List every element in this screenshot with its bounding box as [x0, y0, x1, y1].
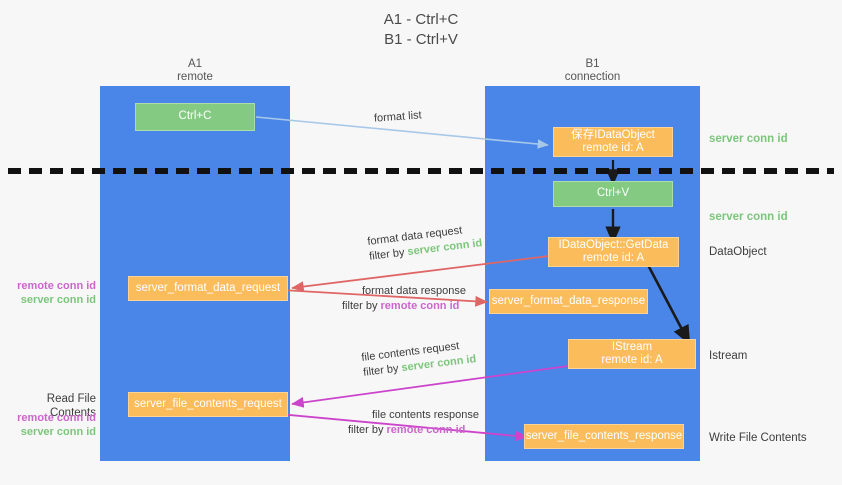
box-getdata-remote-id: remote id: A: [582, 252, 645, 264]
edge-label-format-list-text: format list: [373, 109, 423, 125]
right-label-server-conn-id-2: server conn id: [709, 211, 788, 223]
page-title: A1 - Ctrl+C B1 - Ctrl+V: [383, 11, 459, 48]
box-server-format-data-request[interactable]: server_format_data_request: [128, 276, 288, 301]
box-ctrl-v[interactable]: Ctrl+V: [553, 181, 673, 207]
box-getdata[interactable]: IDataObject::GetData remote id: A: [548, 237, 679, 267]
lane-header-b1-sub: connection: [564, 71, 621, 83]
right-label-write-file-contents: Write File Contents: [709, 432, 807, 444]
box-ctrl-c[interactable]: Ctrl+C: [135, 103, 255, 131]
left-label-remote-conn-id-1: remote conn id: [17, 280, 96, 292]
right-label-server-conn-id-1: server conn id: [709, 133, 788, 145]
right-label-istream: Istream: [709, 350, 748, 362]
lane-header-a1: A1 remote: [100, 58, 290, 84]
lane-header-a1-sub: remote: [177, 71, 213, 83]
box-server-file-contents-response-label: server_file_contents_response: [525, 429, 683, 442]
box-ctrl-c-label: Ctrl+C: [178, 110, 212, 123]
edge-label-file-contents-response-text: file contents response: [372, 409, 480, 421]
box-server-file-contents-response[interactable]: server_file_contents_response: [524, 424, 684, 449]
box-server-file-contents-request-label: server_file_contents_request: [134, 397, 282, 410]
left-label-conn-ids-1: remote conn id server conn id: [10, 279, 96, 307]
edge-label-format-data-response-text: format data response: [362, 285, 466, 297]
box-getdata-label: IDataObject::GetData: [558, 238, 669, 251]
edge-label-file-contents-response-filter: filter by remote conn id: [348, 423, 479, 438]
filter-prefix: filter by: [342, 300, 381, 312]
box-save-idataobject-label: 保存IDataObject: [571, 128, 655, 141]
box-ctrl-v-label: Ctrl+V: [596, 187, 630, 200]
box-server-format-data-request-label: server_format_data_request: [135, 281, 281, 294]
lane-header-b1: B1 connection: [485, 58, 700, 84]
phase-separator: [8, 168, 834, 174]
right-label-dataobject: DataObject: [709, 246, 767, 258]
edge-label-format-list: format list: [374, 108, 423, 126]
box-istream-label: IStream: [611, 340, 653, 353]
left-label-read-file-contents: Read File Contents: [46, 393, 96, 419]
filter-prefix: filter by: [362, 362, 403, 379]
box-server-format-data-response[interactable]: server_format_data_response: [489, 289, 648, 314]
left-label-server-conn-id-1: server conn id: [20, 294, 96, 306]
box-server-format-data-response-label: server_format_data_response: [491, 294, 646, 307]
edge-label-format-data-request: format data request filter by server con…: [367, 221, 484, 265]
box-istream[interactable]: IStream remote id: A: [568, 339, 696, 369]
left-label-conn-ids-2: remote conn id server conn id: [10, 411, 96, 439]
filter-prefix: filter by: [368, 246, 409, 263]
edge-label-format-data-response: format data response filter by remote co…: [342, 284, 466, 314]
box-save-idataobject[interactable]: 保存IDataObject remote id: A: [553, 127, 673, 157]
box-server-file-contents-request[interactable]: server_file_contents_request: [128, 392, 288, 417]
edge-label-file-contents-response: file contents response filter by remote …: [348, 408, 480, 438]
edge-label-format-data-response-filter: filter by remote conn id: [342, 299, 466, 314]
filter-key-remote-conn-id: remote conn id: [386, 424, 466, 436]
left-label-server-conn-id-2: server conn id: [20, 426, 96, 438]
filter-key-remote-conn-id: remote conn id: [380, 300, 460, 312]
box-save-idataobject-remote-id: remote id: A: [582, 142, 644, 154]
left-label-remote-conn-id-2: remote conn id: [17, 412, 96, 424]
lane-header-b1-name: B1: [585, 58, 600, 70]
filter-prefix: filter by: [348, 424, 387, 436]
lane-header-a1-name: A1: [187, 58, 203, 70]
box-istream-remote-id: remote id: A: [601, 354, 663, 366]
edge-label-file-contents-request: file contents request filter by server c…: [361, 337, 478, 381]
